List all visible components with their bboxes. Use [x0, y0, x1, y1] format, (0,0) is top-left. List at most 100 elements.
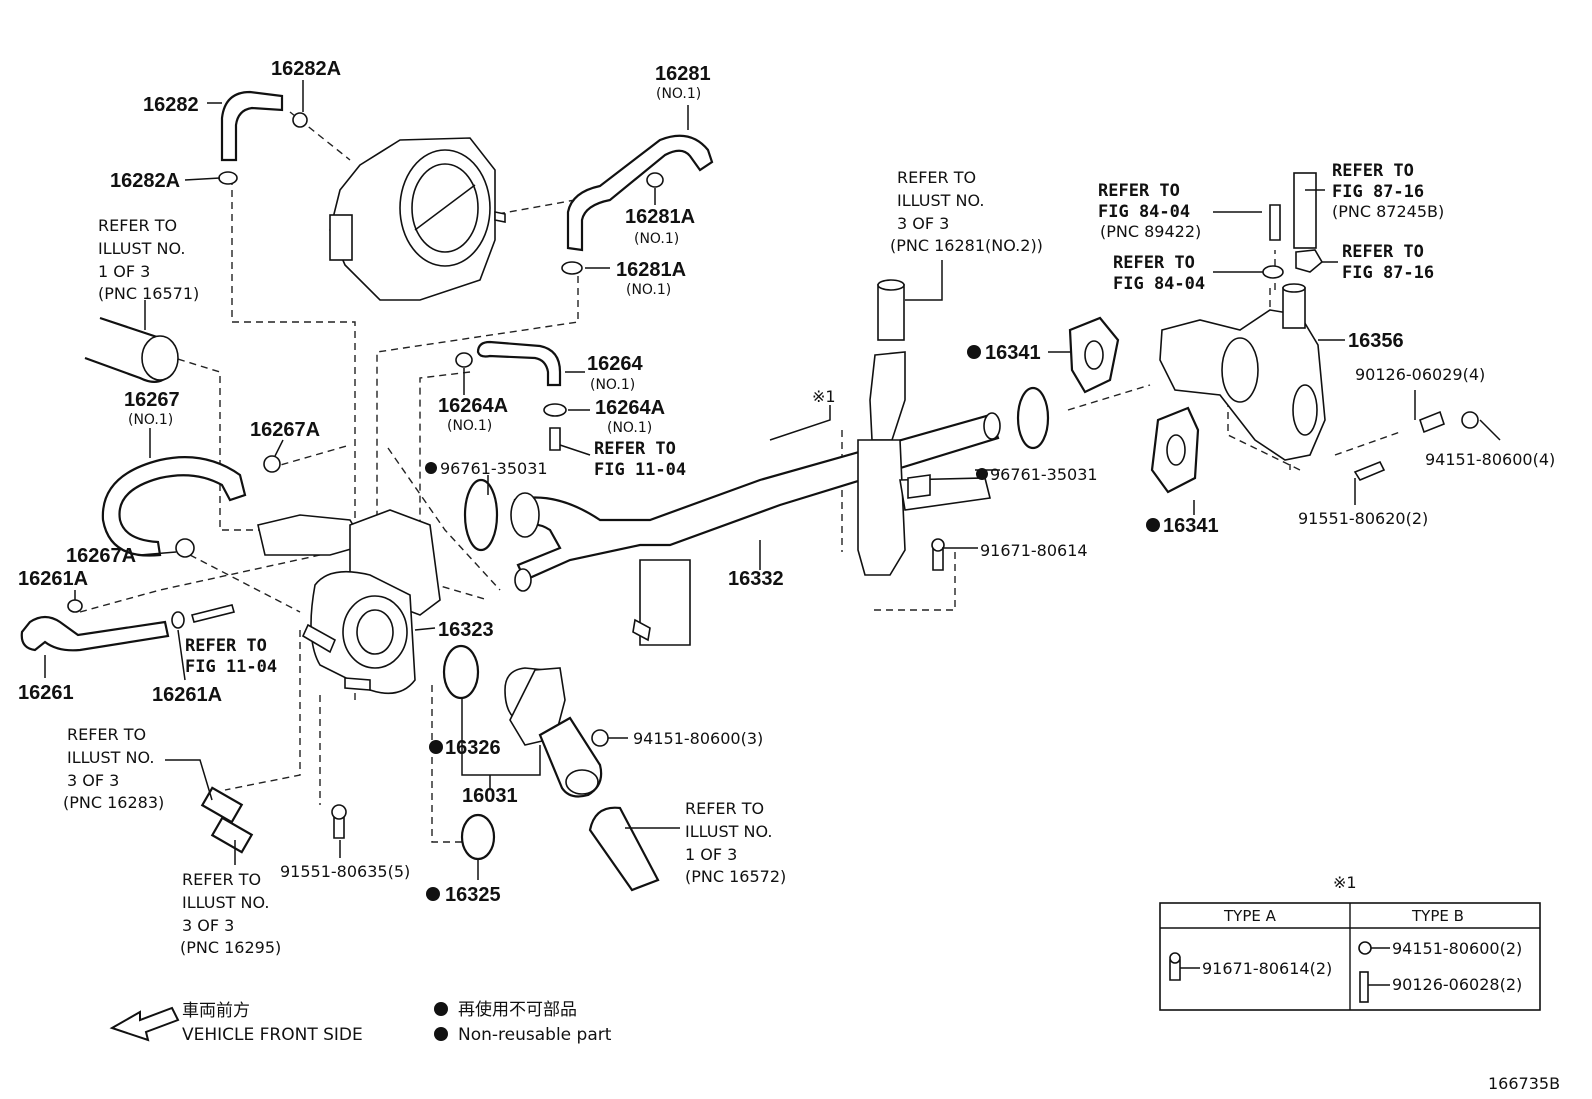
clamp-16264a-a-shape: [455, 352, 473, 368]
nut-94151-4-shape: [1461, 411, 1479, 429]
ref-16572-l2: ILLUST NO.: [685, 822, 772, 841]
ref-87245b-l1: REFER TO: [1332, 161, 1414, 181]
gasket-16325-shape: [460, 813, 496, 861]
label-16261a-b: 16261A: [152, 684, 222, 706]
pipe-16571-end: [141, 335, 179, 381]
ref-89422-l2: FIG 84-04: [1098, 202, 1190, 222]
type-b-part2: 90126-06028(2): [1392, 975, 1522, 994]
sensor-89422-shape: [1269, 204, 1281, 241]
gasket-96761-a-shape: [463, 478, 499, 552]
label-16341-b: 16341: [1163, 515, 1219, 537]
label-16261a-a: 16261A: [18, 568, 88, 590]
clamp-16261a-b-shape: [171, 611, 185, 629]
ref-16295-l3: 3 OF 3: [182, 916, 234, 935]
label-16282a-left: 16282A: [110, 170, 180, 192]
label-16264: 16264: [587, 353, 643, 375]
gasket-16341-a-hole: [1084, 340, 1104, 370]
ref-16571-l4: (PNC 16571): [98, 284, 199, 303]
legend: 車両前方 VEHICLE FRONT SIDE 再使用不可部品 Non-reus…: [109, 999, 612, 1045]
clamp-16282a-top-shape: [292, 112, 308, 128]
label-94151-3: 94151-80600(3): [633, 729, 763, 748]
ref-89422-l1: REFER TO: [1098, 181, 1180, 201]
label-16282a-top: 16282A: [271, 58, 341, 80]
label-16326: 16326: [445, 737, 501, 759]
label-91671: 91671-80614: [980, 541, 1088, 560]
ref-87245b-l3: (PNC 87245B): [1332, 202, 1444, 221]
ref-16571-l3: 1 OF 3: [98, 262, 150, 281]
legend-front-jp: 車両前方: [182, 1001, 250, 1021]
label-16267-no1: (NO.1): [128, 412, 173, 428]
ref-87245b-l2: FIG 87-16: [1332, 182, 1424, 202]
ref-16283-l1: REFER TO: [67, 725, 146, 744]
stud-90126-4-shape: [1419, 410, 1445, 434]
dot-16325: [426, 887, 440, 901]
label-16356: 16356: [1348, 330, 1404, 352]
legend-nonreuse-dot-1: [434, 1002, 448, 1016]
label-16341-a: 16341: [985, 342, 1041, 364]
bolt-11-04-shape: [549, 427, 561, 451]
label-16323: 16323: [438, 619, 494, 641]
dot-96761-a: [425, 462, 437, 474]
ref-16571-l2: ILLUST NO.: [98, 239, 185, 258]
label-16267a-b: 16267A: [66, 545, 136, 567]
vehicle-front-arrow-icon: [109, 1006, 180, 1042]
clamp-16267a-b-shape: [175, 538, 195, 558]
hose-16261-shape: [20, 615, 170, 652]
dot-16341-a: [967, 345, 981, 359]
label-16267a-a: 16267A: [250, 419, 320, 441]
label-16281a-a: 16281A: [625, 206, 695, 228]
type-b-part1: 94151-80600(2): [1392, 939, 1522, 958]
label-91551-5: 91551-80635(5): [280, 862, 410, 881]
ref-16572-l3: 1 OF 3: [685, 845, 737, 864]
ref-16283-l2: ILLUST NO.: [67, 748, 154, 767]
type-table: ※1 TYPE A TYPE B 91671-80614(2) 94151-80…: [1159, 873, 1541, 1011]
ref-16281no2-l2: ILLUST NO.: [897, 191, 984, 210]
label-16264-no1: (NO.1): [590, 377, 635, 393]
label-16264a-b: 16264A: [595, 397, 665, 419]
ref-16572-l1: REFER TO: [685, 799, 764, 818]
outlet-16356-shape: [1159, 283, 1326, 461]
pipe-87245b-shape: [1293, 172, 1317, 249]
bolt-91671-head: [931, 538, 945, 552]
pipe-bracket-shape: [857, 279, 991, 576]
type-a-part: 91671-80614(2): [1202, 959, 1332, 978]
label-16281a-a-no1: (NO.1): [634, 231, 679, 247]
label-16281a-b: 16281A: [616, 259, 686, 281]
hose-16282-shape: [220, 90, 284, 162]
label-16281a-b-no1: (NO.1): [626, 282, 671, 298]
type-b-stud-icon: [1359, 971, 1369, 1003]
ref-1104b-l2: FIG 11-04: [185, 657, 277, 677]
label-16332: 16332: [728, 568, 784, 590]
ref-16283-l3: 3 OF 3: [67, 771, 119, 790]
bolt-fig11-04-shape: [191, 604, 235, 623]
label-90126-4: 90126-06029(4): [1355, 365, 1485, 384]
hose-16281-shape: [566, 134, 714, 252]
throttle-body-shape: [329, 137, 506, 301]
washer-84-04-shape: [1262, 265, 1284, 279]
label-91551-2: 91551-80620(2): [1298, 509, 1428, 528]
ref-16281no2-l4: (PNC 16281(NO.2)): [890, 236, 1043, 255]
ref-16281no2-l3: 3 OF 3: [897, 214, 949, 233]
bolt-91551-5-head: [331, 804, 347, 820]
gasket-96761-b-shape: [1016, 386, 1050, 450]
ref-8404-l1: REFER TO: [1113, 253, 1195, 273]
clamp-16264a-b-shape: [543, 403, 567, 417]
type-b-header: TYPE B: [1411, 907, 1464, 925]
clamp-16281a-b-shape: [561, 261, 583, 275]
nonreusable-markers: [425, 345, 1160, 901]
clamp-16281a-a-shape: [646, 172, 664, 188]
ref-8716-l2: FIG 87-16: [1342, 263, 1434, 283]
label-16281: 16281: [655, 63, 711, 85]
label-16261: 16261: [18, 682, 74, 704]
ref-16281no2-l1: REFER TO: [897, 168, 976, 187]
legend-nonreuse-jp: 再使用不可部品: [458, 999, 577, 1020]
part-labels: 16282 16282A 16282A 16281 (NO.1) 16281A …: [18, 58, 1555, 906]
label-16282: 16282: [143, 94, 199, 116]
ref-89422-l3: (PNC 89422): [1100, 222, 1201, 241]
legend-front-en: VEHICLE FRONT SIDE: [182, 1025, 363, 1045]
label-16267: 16267: [124, 389, 180, 411]
ref-16572-l4: (PNC 16572): [685, 867, 786, 886]
pipe-16572-shape: [588, 806, 660, 892]
pipe-16295-shape: [210, 816, 254, 854]
hose-16267-shape: [101, 456, 247, 557]
